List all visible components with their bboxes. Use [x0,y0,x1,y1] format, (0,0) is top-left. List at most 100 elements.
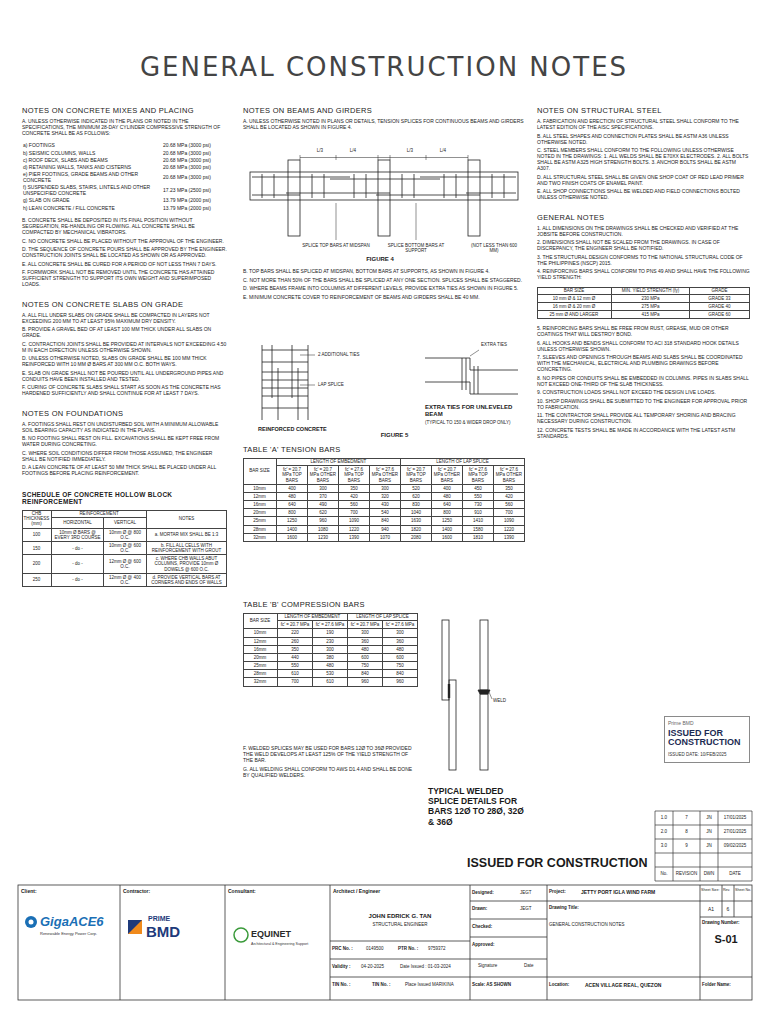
table-cell: LENGTH OF LAP SPLICE [348,613,418,621]
table-cell: 12mm [243,493,277,501]
note-text: 7. SLEEVES AND OPENINGS THROUGH BEAMS AN… [537,354,750,372]
table-cell: 300 [370,485,401,493]
table-cell-text: 415 MPa [641,312,659,317]
table-cell: 1600 [277,534,308,542]
revision-cell: JN [700,815,718,820]
table-cell: 840 [383,670,418,678]
table-cell: fc' = 27.6 MPa [313,621,348,629]
table-cell-text: 25 mm Ø AND LARGER [550,312,599,317]
table-cell: 200 [22,555,52,574]
table-cell: 28mm [243,670,278,678]
table-cell: MIN. YIELD STRENGTH (fy) [612,287,690,295]
table-cell: 1400 [432,526,463,534]
table-cell: fc' = 20.7 MPa TOP BARS [277,466,308,485]
title-block-text: JETTY PORT IGLA WIND FARM [581,889,698,895]
sheet-title: GENERAL CONSTRUCTION NOTES [0,52,768,83]
table-cell-text: 300 [381,486,389,491]
table-cell: 260 [278,638,313,646]
table-cell: fc' = 20.7 MPa [348,621,383,629]
table-cell: 1250 [277,517,308,525]
table-cell: 550 [278,662,313,670]
table-cell: VERTICAL [104,518,147,528]
table-cell: 12mm [243,638,278,646]
title-block-text: Date Issued : 01-03-2024 [400,964,468,969]
table-cell: 560 [339,501,370,509]
table-cell-text: 360 [396,639,404,644]
title-block-text: Drawn: [472,906,516,911]
table-cell: c. WHERE CHB WALLS ABUT COLUMNS, PROVIDE… [147,555,227,574]
table-cell: 20mm [243,654,278,662]
table-cell-text: GRADE 40 [708,304,730,309]
note-text: E. ALL CONCRETE SHALL BE CURED FOR A PER… [22,261,227,267]
table-cell: 320 [370,493,401,501]
table-cell-text: - do - [72,546,83,551]
table-cell: 1400 [277,526,308,534]
table-cell: 20mm [243,509,277,517]
table-cell: 300 [308,485,339,493]
title-block-text: STRUCTURAL ENGINEER [333,922,467,927]
table-cell: fc' = 20.7 MPa [278,621,313,629]
note-text: C. CONTRACTION JOINTS SHALL BE PROVIDED … [22,341,227,353]
table-cell: a. MORTAR MIX SHALL BE 1:3 [147,529,227,542]
table-cell-text: 1250 [442,518,452,523]
table-cell-text: 700 [505,510,513,515]
table-cell: 840 [370,517,401,525]
table-cell-text: 1040 [411,510,421,515]
table-cell-text: 20.68 MPa (3000 psi) [163,158,211,164]
note-text: B. PROVIDE A GRAVEL BED OF AT LEAST 100 … [22,326,227,338]
section-heading: NOTES ON STRUCTURAL STEEL [537,106,750,115]
title-block-text: 9759372 [428,946,468,951]
table-cell: 600 [348,654,383,662]
table-cell: f) SUSPENDED SLABS, STAIRS, LINTELS AND … [22,185,162,198]
table-cell: 350 [339,485,370,493]
table-cell: 640 [277,501,308,509]
table-cell: 370 [308,493,339,501]
table-cell: 25 mm Ø AND LARGER [537,311,612,319]
column-splice-detail [262,345,315,420]
table-cell-text: 16mm [253,502,266,507]
table-cell: 830 [401,501,432,509]
table-cell: 300 [348,629,383,637]
figure-callout: L/3 [305,148,335,153]
detail-callout: FIGURE 5 [372,432,417,439]
table-cell-text: 32mm [253,535,266,540]
table-cell-text: 910 [474,510,482,515]
table-cell: 1820 [401,526,432,534]
table-cell: 2080 [401,534,432,542]
table-cell-text: 480 [288,494,296,499]
note-text: 5. REINFORCING BARS SHALL BE FREE FROM R… [537,325,750,337]
note-text: C. NO CONCRETE SHALL BE PLACED WITHOUT T… [22,238,227,244]
note-text: A. FABRICATION AND ERECTION OF STRUCTURA… [537,118,750,130]
figure-callout: L/4 [428,148,458,153]
title-block-text: Project: [549,889,579,894]
revision-cell: 2.0 [655,829,673,834]
title-block-text: PRC No. : [332,946,365,951]
table-cell: 700 [339,509,370,517]
table-cell-text: LENGTH OF LAP SPLICE [436,459,489,464]
table-cell-text: 490 [319,502,327,507]
table-cell-text: 1250 [287,518,297,523]
table-cell-text: 20.68 MPa (3000 psi) [163,151,211,157]
revision-cell: 27/01/2025 [718,829,752,834]
table-cell: d. PROVIDE VERTICAL BARS AT CORNERS AND … [147,574,227,587]
detail-callout: REINFORCED CONCRETE [258,426,358,433]
table-cell-text: 320 [381,494,389,499]
table-cell: 700 [494,509,525,517]
table-cell: 10mm [243,485,277,493]
revision-cell: DWN [700,871,718,876]
table-cell: fc' = 27.6 MPa [383,621,418,629]
table-cell: 1070 [370,534,401,542]
table-cell-text: BAR SIZE [564,288,585,293]
table-cell: d) RETAINING WALLS, TANKS AND CISTERNS [22,164,162,171]
table-cell: 480 [432,493,463,501]
revision-cell: 09/02/2025 [718,843,752,848]
table-cell-text: 20.68 MPa (3000 psi) [163,175,211,181]
table-cell-text: 12mm [253,494,266,499]
table-cell-text: 10 mm Ø & 12 mm Ø [553,296,596,301]
table-cell-text: 2080 [411,535,421,540]
note-text: 12. CONCRETE TESTS SHALL BE MADE IN ACCO… [537,427,750,439]
table-cell-text: LENGTH OF LAP SPLICE [356,614,409,619]
table-cell-text: fc' = 27.6 MPa TOP BARS [464,467,492,483]
table-cell: fc' = 27.6 MPa TOP BARS [463,466,494,485]
table-cell-text: b) SEISMIC COLUMNS, WALLS [23,151,95,157]
